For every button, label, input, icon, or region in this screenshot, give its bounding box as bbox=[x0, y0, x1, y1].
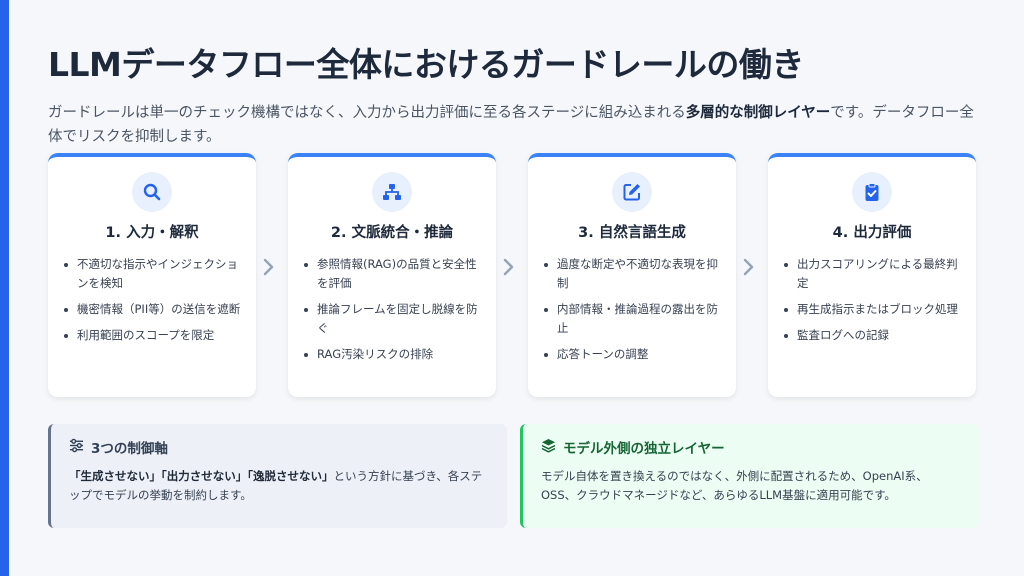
layers-icon bbox=[541, 438, 556, 457]
network-icon bbox=[372, 172, 412, 212]
stage-title: 4. 出力評価 bbox=[832, 225, 912, 241]
list-item: 応答トーンの調整 bbox=[542, 345, 726, 364]
external-layer-header: モデル外側の独立レイヤー bbox=[541, 437, 961, 457]
stage-title: 1. 入力・解釈 bbox=[105, 225, 199, 241]
external-layer-body: モデル自体を置き換えるのではなく、外側に配置されるため、OpenAI系、OSS、… bbox=[541, 469, 928, 502]
list-item: 再生成指示またはブロック処理 bbox=[782, 300, 966, 319]
clipboard-check-icon bbox=[852, 172, 892, 212]
control-axes-text: という方針に基づき、各ステップでモデルの挙動を制約します。 bbox=[69, 469, 483, 502]
stage-title: 3. 自然言語生成 bbox=[578, 225, 686, 241]
stage-items: 出力スコアリングによる最終判定 再生成指示またはブロック処理 監査ログへの記録 bbox=[782, 255, 966, 352]
control-axes-title: 3つの制御軸 bbox=[91, 441, 168, 457]
stage-title: 2. 文脈統合・推論 bbox=[330, 225, 454, 241]
control-axes-body: 「生成させない」「出力させない」「逸脱させない」という方針に基づき、各ステップで… bbox=[69, 467, 489, 505]
search-icon bbox=[132, 172, 172, 212]
control-axes-header: 3つの制御軸 bbox=[69, 437, 489, 457]
list-item: RAG汚染リスクの排除 bbox=[302, 345, 486, 364]
left-accent-bar bbox=[0, 0, 9, 576]
stage-items: 参照情報(RAG)の品質と安全性を評価 推論フレームを固定し脱線を防ぐ RAG汚… bbox=[302, 255, 486, 371]
stage-items: 不適切な指示やインジェクションを検知 機密情報（PII等）の送信を遮断 利用範囲… bbox=[62, 255, 246, 352]
list-item: 不適切な指示やインジェクションを検知 bbox=[62, 255, 246, 293]
external-layer-title: モデル外側の独立レイヤー bbox=[563, 441, 725, 457]
control-axes-emphasis: 「生成させない」「出力させない」「逸脱させない」 bbox=[69, 469, 334, 483]
list-item: 内部情報・推論過程の露出を防止 bbox=[542, 300, 726, 338]
stage-card-context: 2. 文脈統合・推論 参照情報(RAG)の品質と安全性を評価 推論フレームを固定… bbox=[288, 153, 496, 397]
sliders-icon bbox=[69, 438, 84, 457]
stage-card-generation: 3. 自然言語生成 過度な断定や不適切な表現を抑制 内部情報・推論過程の露出を防… bbox=[528, 153, 736, 397]
lead-prefix: ガードレールは単一のチェック機構ではなく、入力から出力評価に至る各ステージに組み… bbox=[48, 105, 686, 121]
control-axes-box: 3つの制御軸 「生成させない」「出力させない」「逸脱させない」という方針に基づき… bbox=[48, 424, 507, 528]
external-layer-box: モデル外側の独立レイヤー モデル自体を置き換えるのではなく、外側に配置されるため… bbox=[520, 424, 979, 528]
list-item: 機密情報（PII等）の送信を遮断 bbox=[62, 300, 246, 319]
chevron-right-icon bbox=[260, 255, 276, 279]
list-item: 推論フレームを固定し脱線を防ぐ bbox=[302, 300, 486, 338]
list-item: 参照情報(RAG)の品質と安全性を評価 bbox=[302, 255, 486, 293]
stage-items: 過度な断定や不適切な表現を抑制 内部情報・推論過程の露出を防止 応答トーンの調整 bbox=[542, 255, 726, 371]
list-item: 利用範囲のスコープを限定 bbox=[62, 326, 246, 345]
page-title: LLMデータフロー全体におけるガードレールの働き bbox=[48, 45, 804, 84]
chevron-right-icon bbox=[500, 255, 516, 279]
lead-suffix: です。データフロー全体でリスクを抑制します。 bbox=[48, 105, 974, 145]
list-item: 過度な断定や不適切な表現を抑制 bbox=[542, 255, 726, 293]
stage-card-output: 4. 出力評価 出力スコアリングによる最終判定 再生成指示またはブロック処理 監… bbox=[768, 153, 976, 397]
lead-paragraph: ガードレールは単一のチェック機構ではなく、入力から出力評価に至る各ステージに組み… bbox=[48, 101, 983, 149]
edit-icon bbox=[612, 172, 652, 212]
list-item: 監査ログへの記録 bbox=[782, 326, 966, 345]
list-item: 出力スコアリングによる最終判定 bbox=[782, 255, 966, 293]
lead-emphasis: 多層的な制御レイヤー bbox=[685, 105, 831, 121]
chevron-right-icon bbox=[740, 255, 756, 279]
stage-card-input: 1. 入力・解釈 不適切な指示やインジェクションを検知 機密情報（PII等）の送… bbox=[48, 153, 256, 397]
